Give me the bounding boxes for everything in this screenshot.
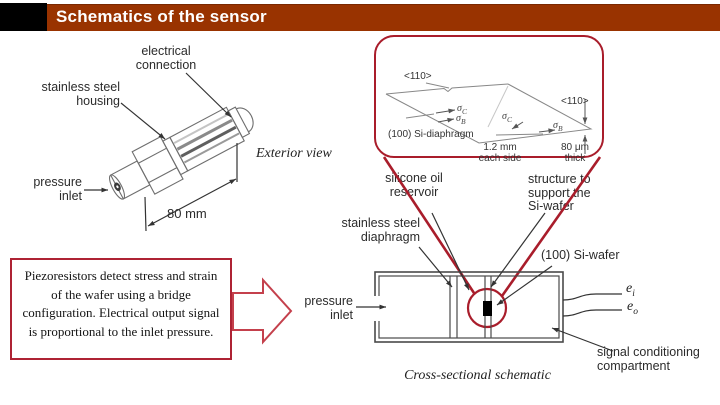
label-sigma-b-mid: σB — [553, 120, 563, 133]
label-structure-support: structure to support the Si-wafer — [528, 172, 591, 213]
label-sigma-b-left: σB — [456, 113, 466, 126]
wires — [562, 293, 622, 317]
label-pressure-inlet-exterior: pressure inlet — [33, 175, 82, 203]
wafer-outline — [385, 82, 593, 144]
label-sigma-c-mid: σC — [502, 111, 512, 124]
label-pressure-inlet-cross-section: pressure inlet — [304, 294, 353, 322]
label-signal-conditioning: signal conditioning compartment — [597, 345, 700, 373]
caption-cross-sectional-schematic: Cross-sectional schematic — [404, 368, 551, 383]
diaphragm-drawing — [385, 82, 593, 154]
sensor-drawing — [108, 106, 254, 200]
inlet-opening — [372, 296, 382, 321]
label-miller-index-left: <110> — [404, 71, 432, 82]
label-eo-signal: eo — [627, 299, 638, 317]
cross-section-drawing — [372, 271, 622, 343]
note-box: Piezoresistors detect stress and strain … — [10, 258, 232, 360]
block-arrow — [232, 277, 293, 345]
label-ei-signal: ei — [626, 281, 635, 299]
label-silicone-oil-reservoir: silicone oil reservoir — [385, 171, 443, 199]
label-sigma-c-left: σC — [457, 103, 467, 116]
label-side-dimension: 1.2 mm each side — [478, 142, 522, 164]
wafer-chip — [483, 301, 492, 316]
pressure-inlet-hole — [114, 182, 121, 191]
title-bar: Schematics of the sensor — [47, 4, 720, 31]
caption-exterior-view: Exterior view — [256, 146, 332, 161]
label-stainless-steel-housing: stainless steel housing — [41, 80, 120, 108]
title-bar-accent-block — [0, 3, 47, 31]
label-si-wafer: (100) Si-wafer — [541, 248, 620, 262]
label-miller-index-right: <110> — [561, 96, 589, 107]
sigma-arrows — [405, 108, 556, 136]
label-electrical-connection: electrical connection — [135, 44, 197, 72]
thickness-dimension-arrows — [582, 99, 588, 154]
page-title: Schematics of the sensor — [56, 7, 267, 26]
label-si-diaphragm: (100) Si-diaphragm — [388, 129, 474, 140]
highlight-circle — [466, 287, 508, 329]
label-thickness-dimension: 80 μm thick — [561, 142, 589, 164]
label-80mm: 80 mm — [167, 206, 207, 221]
label-stainless-steel-diaphragm: stainless steel diaphragm — [341, 216, 420, 244]
magnified-inset-panel: <110> <110> σC σB σC σB (100) Si-diaphra… — [374, 35, 604, 164]
note-text: Piezoresistors detect stress and strain … — [22, 268, 220, 339]
